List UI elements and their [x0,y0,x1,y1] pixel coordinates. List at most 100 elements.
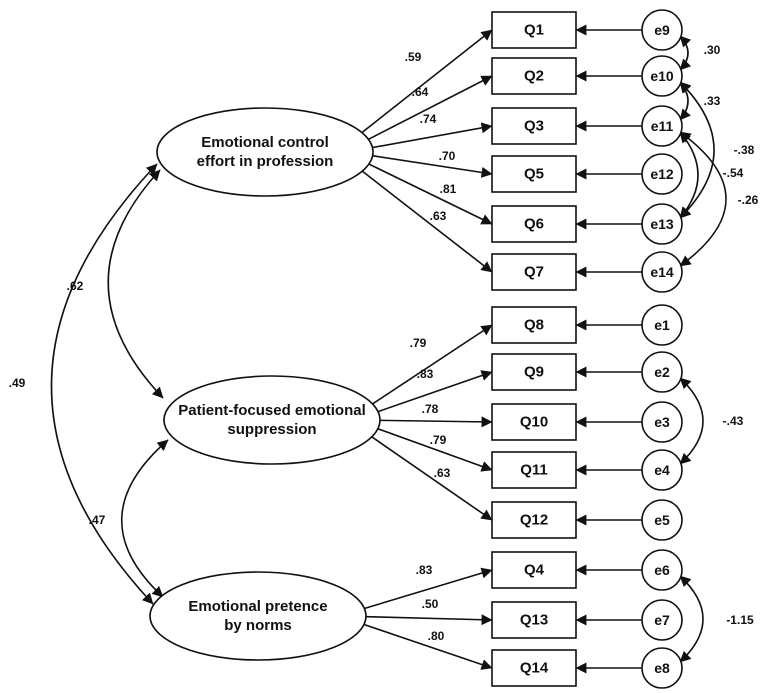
error-covariance-value-e10-e11: .33 [704,94,721,108]
indicator-box-q7 [491,253,577,291]
loading-arrow-q8 [366,324,493,409]
loading-value-q3: .74 [420,112,437,126]
error-covariance-e11-e14 [679,131,727,267]
loading-arrow-q9 [373,370,493,415]
error-circle-e3 [641,401,683,443]
error-covariance-value-e6-e8: -1.15 [726,613,754,627]
loading-arrow-q1 [355,29,493,138]
loading-arrow-q10 [375,416,493,428]
correlation-arrow-l2-l3 [120,439,169,598]
latent-l1-label: effort in profession [197,153,334,170]
latent-l3-ellipse [149,571,367,661]
correlation-value-l2-l3: .47 [89,513,106,527]
error-label-e10: e10 [650,68,674,84]
loading-value-q1: .59 [405,50,422,64]
loading-arrow-q11 [372,426,493,472]
error-circle-e11 [641,105,683,147]
correlation-arrow-l1-l2 [107,169,164,399]
indicator-box-q4 [491,551,577,589]
error-circle-e14 [641,251,683,293]
error-label-e5: e5 [654,512,670,528]
error-covariance-e10-e11 [679,81,691,121]
correlation-value-l1-l3: .49 [9,376,26,390]
loading-arrow-q3 [367,122,493,150]
indicator-label-q12: Q12 [520,512,548,529]
indicator-label-q5: Q5 [524,166,544,183]
indicator-box-q11 [491,451,577,489]
error-circle-e10 [641,55,683,97]
loading-arrow-q13 [361,614,493,626]
error-covariance-e6-e8 [679,575,704,663]
error-circle-e1 [641,304,683,346]
error-label-e13: e13 [650,216,674,232]
indicator-label-q11: Q11 [520,462,548,479]
error-covariance-value-e11-e14: -.26 [738,193,759,207]
latent-l2-label: suppression [227,421,316,438]
loading-value-q10: .78 [422,402,439,416]
error-label-e12: e12 [650,166,674,182]
indicator-box-q8 [491,306,577,344]
latent-l3-label: by norms [224,617,292,634]
error-covariance-value-e9-e10: .30 [704,43,721,57]
latent-l2-ellipse [163,375,381,465]
error-label-e7: e7 [654,612,670,628]
loading-value-q2: .64 [412,85,429,99]
error-label-e9: e9 [654,22,670,38]
error-circle-e6 [641,549,683,591]
loading-arrow-q4 [359,567,493,611]
loading-arrow-q14 [358,622,493,670]
indicator-box-q5 [491,155,577,193]
loading-value-q14: .80 [428,629,445,643]
error-circle-e12 [641,153,683,195]
error-label-e4: e4 [654,462,670,478]
indicator-label-q10: Q10 [520,414,548,431]
error-label-e3: e3 [654,414,670,430]
indicator-label-q9: Q9 [524,364,544,381]
indicator-box-q1 [491,11,577,49]
loading-arrow-q6 [363,160,493,225]
indicator-box-q3 [491,107,577,145]
indicator-label-q14: Q14 [520,660,549,677]
indicator-label-q3: Q3 [524,118,544,135]
error-covariance-value-e11-e13: -.54 [723,166,744,180]
loading-value-q6: .81 [440,182,457,196]
error-circle-e7 [641,599,683,641]
error-label-e1: e1 [654,317,670,333]
error-circle-e5 [641,499,683,541]
correlation-value-l1-l2: .62 [67,279,84,293]
error-circle-e9 [641,9,683,51]
loading-value-q4: .83 [416,563,433,577]
error-covariance-value-e2-e4: -.43 [723,414,744,428]
loading-arrow-q5 [368,154,493,178]
latent-l1-ellipse [156,107,374,197]
loading-value-q13: .50 [422,597,439,611]
loading-arrow-q7 [356,166,493,273]
latent-l2-label: Patient-focused emotional [178,402,366,419]
loading-value-q5: .70 [439,149,456,163]
error-circle-e2 [641,351,683,393]
loading-value-q11: .79 [430,433,447,447]
latent-l3-label: Emotional pretence [188,598,327,615]
indicator-label-q13: Q13 [520,612,548,629]
indicator-box-q9 [491,353,577,391]
error-circle-e4 [641,449,683,491]
correlation-arrow-l1-l3 [50,163,158,605]
error-label-e14: e14 [650,264,674,280]
indicator-label-q2: Q2 [524,68,544,85]
latent-l1-label: Emotional control [201,134,329,151]
indicator-box-q10 [491,403,577,441]
indicator-label-q4: Q4 [524,562,545,579]
error-label-e8: e8 [654,660,670,676]
error-covariance-e9-e10 [679,35,692,71]
loading-value-q12: .63 [434,466,451,480]
indicator-box-q14 [491,649,577,687]
indicator-label-q7: Q7 [524,264,544,281]
error-label-e11: e11 [651,118,674,134]
error-label-e6: e6 [654,562,670,578]
indicator-label-q1: Q1 [524,22,544,39]
loading-value-q7: .63 [430,209,447,223]
indicator-label-q8: Q8 [524,317,544,334]
error-circle-e13 [641,203,683,245]
loading-arrow-q2 [362,75,493,143]
